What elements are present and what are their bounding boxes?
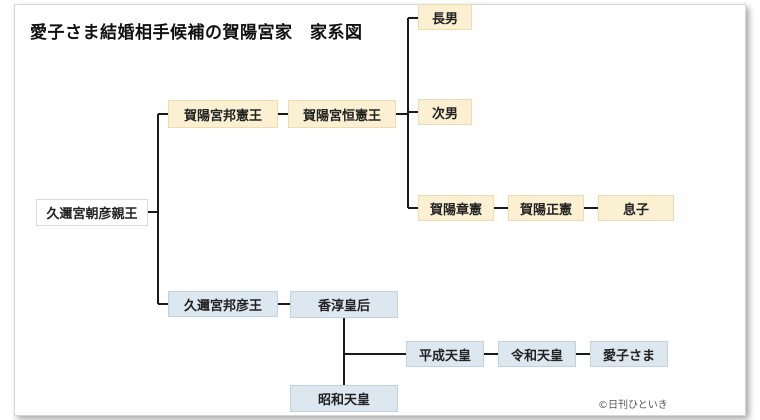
node-kaya-akinori: 賀陽章憲 xyxy=(418,195,494,221)
credit-text: ©日刊ひといき xyxy=(598,400,668,411)
node-chonan: 長男 xyxy=(418,4,472,30)
node-musuko: 息子 xyxy=(598,195,674,221)
node-kojun-kogo: 香淳皇后 xyxy=(290,291,398,318)
node-kuninomiya-kunihiko: 久邇宮邦彦王 xyxy=(168,291,278,317)
node-heisei-tenno: 平成天皇 xyxy=(406,341,484,367)
node-jinan: 次男 xyxy=(418,99,472,125)
node-reiwa-tenno: 令和天皇 xyxy=(498,341,576,367)
node-kaya-masanori: 賀陽正憲 xyxy=(508,195,584,221)
node-kuninomiya-asahiko: 久邇宮朝彦親王 xyxy=(36,199,148,226)
node-aiko-sama: 愛子さま xyxy=(590,341,668,367)
node-showa-tenno: 昭和天皇 xyxy=(290,385,398,412)
node-kaya-kuninori: 賀陽宮邦憲王 xyxy=(168,100,278,128)
page-title: 愛子さま結婚相手候補の賀陽宮家 家系図 xyxy=(30,23,363,43)
node-kaya-tsunenori: 賀陽宮恒憲王 xyxy=(288,100,396,128)
